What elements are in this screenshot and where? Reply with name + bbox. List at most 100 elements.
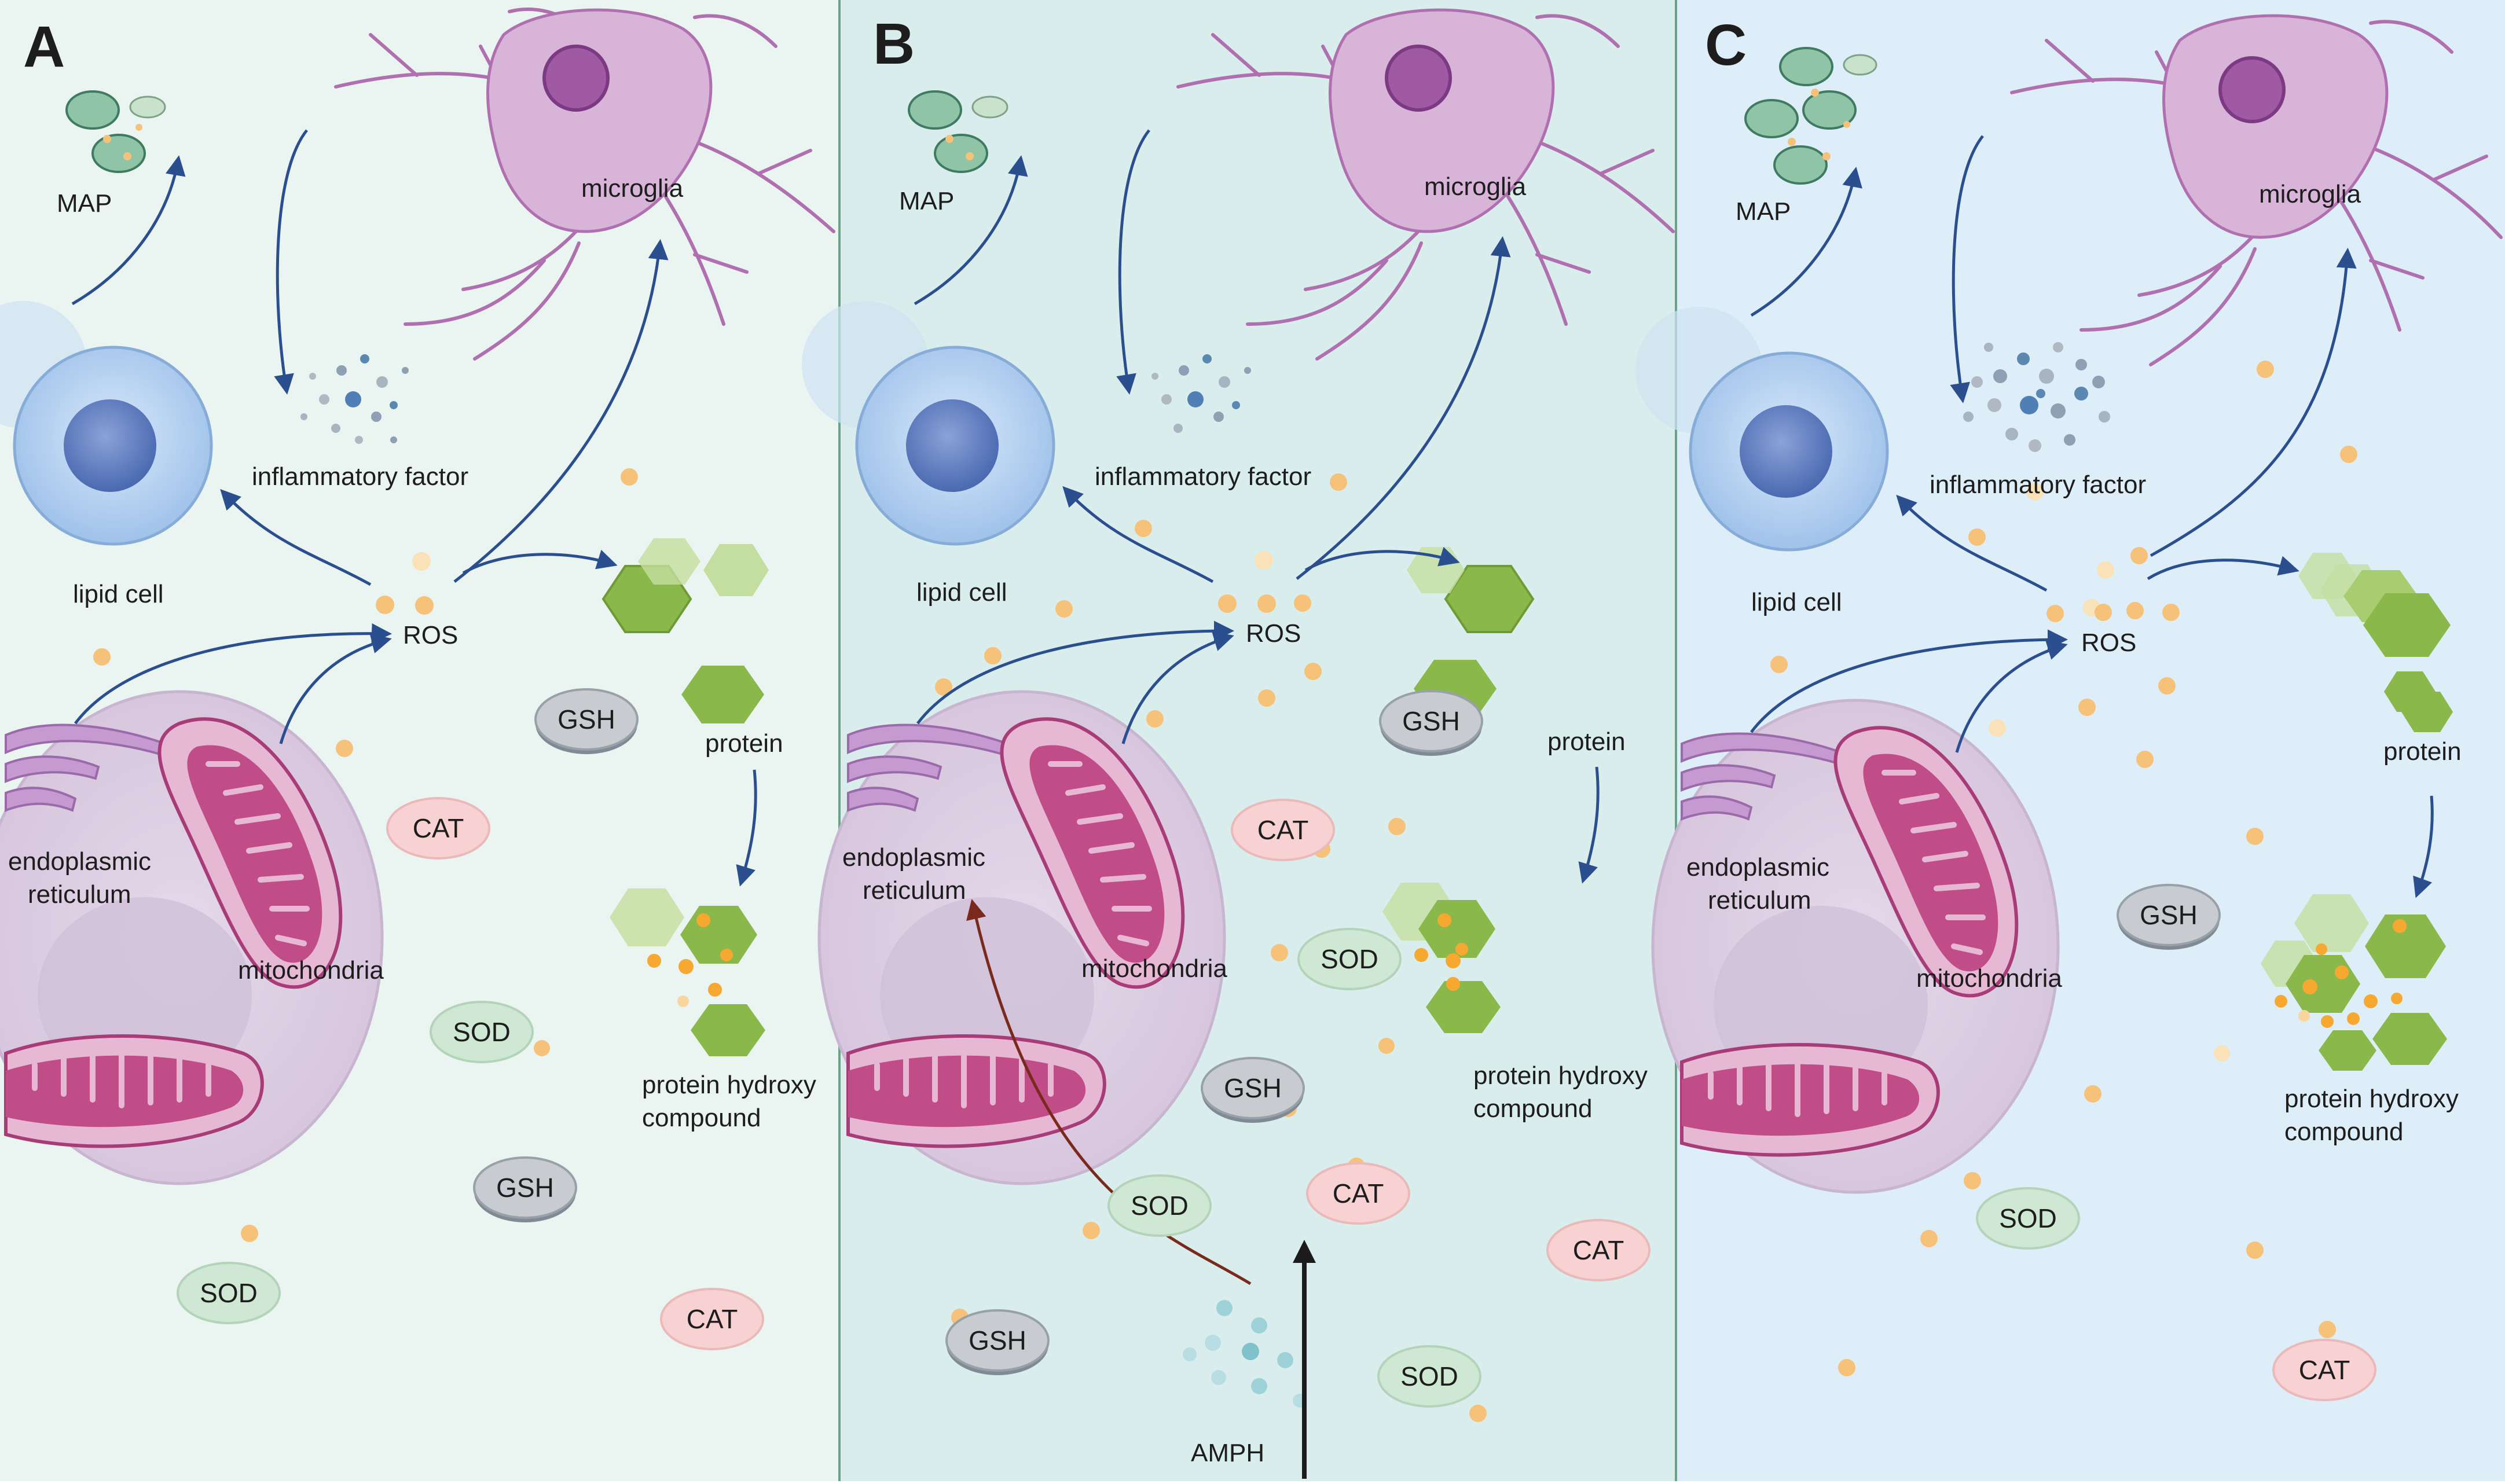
panel-b <box>802 8 1675 1479</box>
enzyme-cat-badge: CAT <box>1546 1219 1651 1281</box>
endoplasmic-reticulum <box>1681 732 1851 821</box>
label-ros-c: ROS <box>2081 629 2136 657</box>
panel-letter-a: A <box>23 14 65 79</box>
microglia-nucleus <box>542 45 610 112</box>
map-cluster <box>1744 47 1877 185</box>
microglia-nucleus <box>1385 45 1452 112</box>
inflammatory-factor-cluster <box>1151 354 1251 433</box>
amph-molecules <box>1183 1300 1307 1408</box>
lipid-cell <box>1635 307 1889 552</box>
label-inflammatory-b: inflammatory factor <box>1095 462 1311 491</box>
enzyme-sod-label: SOD <box>1321 944 1378 974</box>
mitochondria <box>4 717 343 1148</box>
label-er-c-line1: endoplasmic <box>1686 853 1829 881</box>
label-er-c-line2: reticulum <box>1708 886 1811 914</box>
label-map-b: MAP <box>899 187 954 215</box>
enzyme-gsh-label: GSH <box>1224 1073 1282 1103</box>
label-phc-a-line2: compound <box>642 1104 761 1132</box>
label-ros-a: ROS <box>403 621 458 649</box>
enzyme-gsh-badge: GSH <box>534 688 639 754</box>
enzyme-layer: GSH CAT SOD GSH SOD CAT GSH CAT SOD GSH CAT SOD CAT G… <box>177 688 2376 1408</box>
enzyme-gsh-label: GSH <box>969 1325 1026 1356</box>
enzyme-sod-badge: SOD <box>430 1001 534 1063</box>
endoplasmic-reticulum <box>5 723 175 812</box>
enzyme-gsh-badge: GSH <box>473 1156 577 1222</box>
lipid-cell <box>802 301 1055 546</box>
enzyme-sod-badge: SOD <box>1976 1187 2080 1250</box>
map-cluster <box>65 90 166 173</box>
label-inflammatory-c: inflammatory factor <box>1930 471 2146 499</box>
microglia-body <box>1329 8 1555 233</box>
enzyme-sod-label: SOD <box>1400 1361 1458 1391</box>
mitochondria <box>846 717 1185 1148</box>
protein-hexagons <box>602 538 769 1056</box>
enzyme-sod-label: SOD <box>453 1017 511 1047</box>
enzyme-cat-label: CAT <box>1333 1178 1384 1208</box>
inflammatory-factor-cluster <box>1963 342 2110 452</box>
label-inflammatory-a: inflammatory factor <box>252 462 468 491</box>
enzyme-cat-badge: CAT <box>660 1288 764 1350</box>
enzyme-cat-badge: CAT <box>1306 1162 1410 1225</box>
panel-a <box>0 8 835 1242</box>
enzyme-cat-label: CAT <box>687 1304 738 1334</box>
protein-hexagons <box>2261 553 2453 1071</box>
label-phc-c-line1: protein hydroxy <box>2284 1085 2459 1113</box>
label-mito-b: mitochondria <box>1081 954 1227 983</box>
enzyme-cat-label: CAT <box>1573 1235 1624 1265</box>
enzyme-gsh-badge: GSH <box>1379 690 1483 756</box>
panel-letter-c: C <box>1705 13 1747 78</box>
ros-dots <box>1770 361 2357 1376</box>
enzyme-sod-label: SOD <box>1131 1191 1189 1221</box>
enzyme-gsh-label: GSH <box>2140 900 2198 930</box>
label-er-a-line1: endoplasmic <box>8 847 151 876</box>
label-lipid-a: lipid cell <box>73 580 164 608</box>
enzyme-gsh-badge: GSH <box>945 1309 1050 1375</box>
enzyme-sod-badge: SOD <box>1107 1174 1212 1237</box>
enzyme-gsh-badge: GSH <box>1201 1057 1305 1123</box>
label-layer: A MAP microglia inflammatory factor lipi… <box>8 12 2462 1467</box>
mitochondria <box>1680 726 2019 1157</box>
enzyme-sod-badge: SOD <box>1377 1345 1481 1408</box>
label-microglia-a: microglia <box>581 174 684 203</box>
label-ros-b: ROS <box>1246 619 1301 648</box>
label-amph: AMPH <box>1191 1439 1264 1467</box>
enzyme-sod-label: SOD <box>200 1278 258 1308</box>
inflammatory-factor-cluster <box>300 354 409 444</box>
label-map-c: MAP <box>1736 197 1791 226</box>
label-er-b-line1: endoplasmic <box>842 843 985 872</box>
enzyme-gsh-label: GSH <box>1402 706 1460 736</box>
map-cluster <box>908 90 1008 173</box>
enzyme-gsh-label: GSH <box>558 704 615 734</box>
enzyme-cat-badge: CAT <box>386 797 490 859</box>
label-phc-c-line2: compound <box>2284 1118 2403 1146</box>
label-lipid-b: lipid cell <box>916 578 1007 607</box>
panel-letter-b: B <box>873 12 915 76</box>
enzyme-cat-label: CAT <box>413 813 464 843</box>
enzyme-sod-badge: SOD <box>177 1262 281 1324</box>
pathway-arrows <box>914 129 1600 884</box>
protein-hexagons <box>1382 547 1535 1033</box>
enzyme-sod-label: SOD <box>1999 1203 2057 1233</box>
label-er-b-line2: reticulum <box>863 876 966 905</box>
label-map-a: MAP <box>57 189 112 218</box>
panel-c <box>1635 14 2503 1376</box>
enzyme-gsh-badge: GSH <box>2117 884 2221 950</box>
label-mito-c: mitochondria <box>1916 964 2062 993</box>
label-phc-a-line1: protein hydroxy <box>642 1071 816 1099</box>
enzyme-gsh-label: GSH <box>496 1173 554 1203</box>
label-protein-a: protein <box>705 729 783 758</box>
label-microglia-b: microglia <box>1424 172 1527 201</box>
ros-dots <box>93 468 638 1242</box>
enzyme-sod-badge: SOD <box>1297 928 1402 990</box>
label-er-a-line2: reticulum <box>28 880 131 909</box>
enzyme-cat-badge: CAT <box>2272 1339 2376 1401</box>
enzyme-cat-label: CAT <box>2299 1355 2350 1385</box>
lipid-cell <box>0 301 213 546</box>
pathway-arrows <box>71 129 757 887</box>
label-mito-a: mitochondria <box>238 956 384 985</box>
microglia-body <box>486 8 713 233</box>
label-lipid-c: lipid cell <box>1751 588 1842 616</box>
enzyme-cat-badge: CAT <box>1231 799 1335 861</box>
